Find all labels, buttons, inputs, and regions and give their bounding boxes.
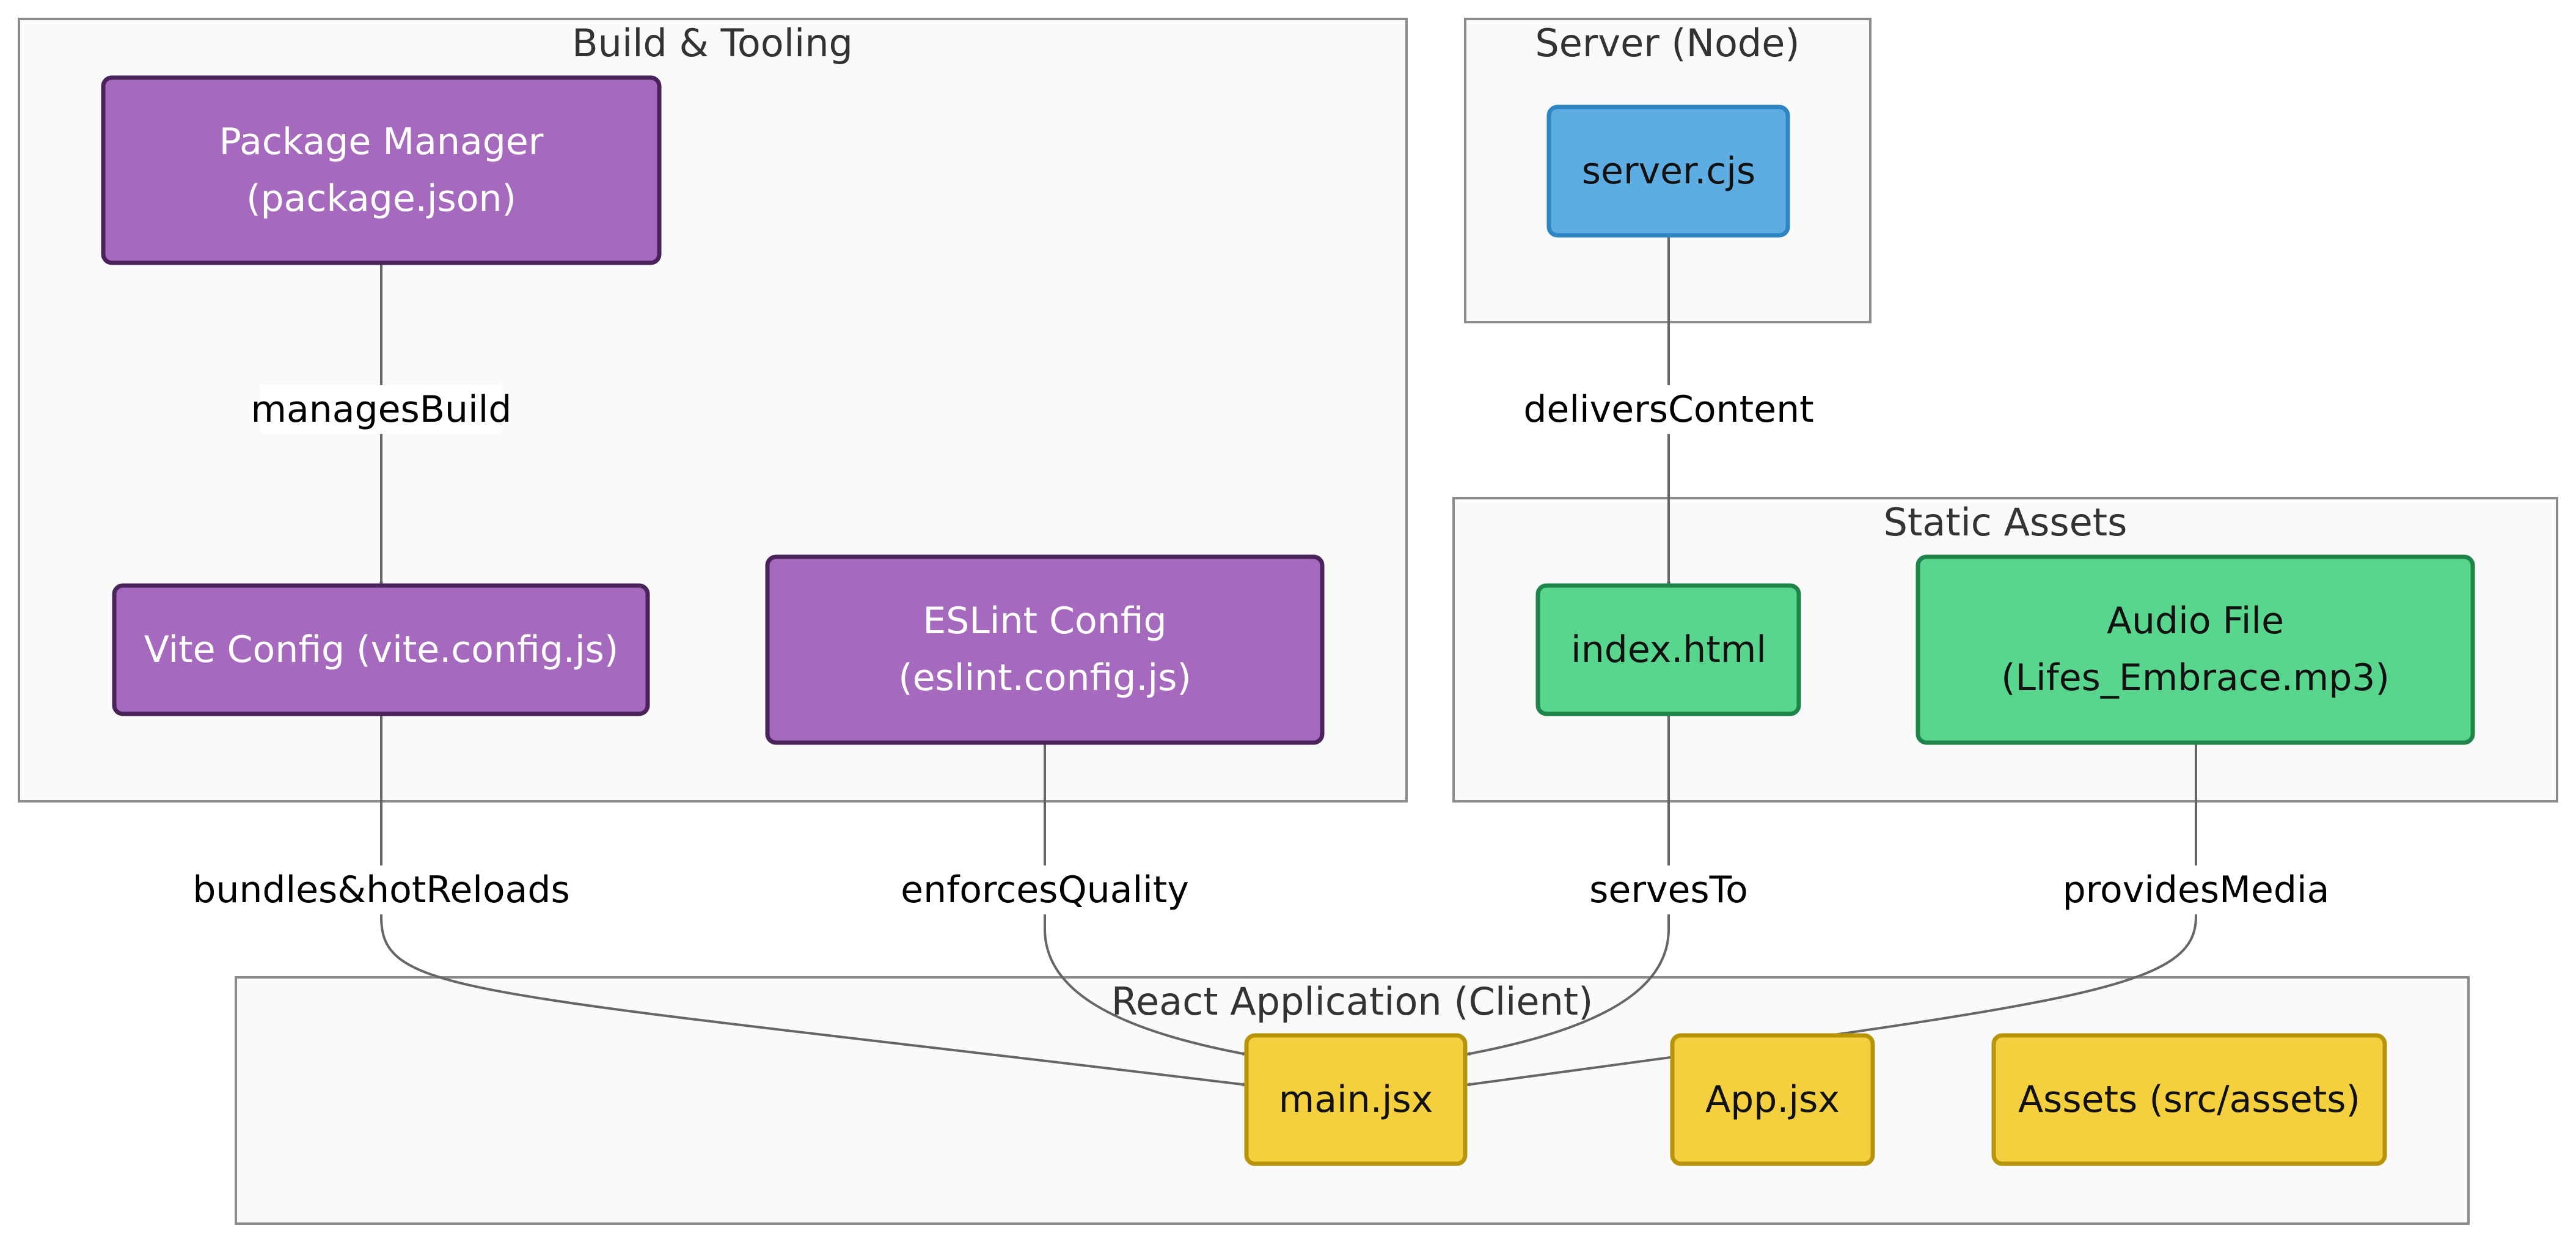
node-audio-file-line2: (Lifes_Embrace.mp3) <box>2001 656 2390 699</box>
node-assets[interactable]: Assets (src/assets) <box>1991 1033 2387 1166</box>
cluster-react-application-title: React Application (Client) <box>1111 979 1594 1024</box>
node-server-cjs[interactable]: server.cjs <box>1546 105 1790 238</box>
cluster-server-node-title: Server (Node) <box>1535 21 1799 65</box>
edge-label-enforces-quality: enforcesQuality <box>901 869 1189 911</box>
edge-label-bundles-hot-reloads: bundles&hotReloads <box>192 869 570 911</box>
edge-bundles-hot-reloads: bundles&hotReloads <box>192 714 1247 1087</box>
edge-label-manages-build: managesBuild <box>251 388 512 431</box>
node-eslint-config-line2: (eslint.config.js) <box>898 656 1191 699</box>
node-vite-config[interactable]: Vite Config (vite.config.js) <box>112 583 650 716</box>
node-main-jsx-label: main.jsx <box>1279 1078 1433 1121</box>
node-index-html-label: index.html <box>1571 628 1766 671</box>
edge-label-provides-media: providesMedia <box>2063 869 2330 911</box>
node-eslint-config[interactable]: ESLint Config (eslint.config.js) <box>765 554 1325 745</box>
edge-label-serves-to: servesTo <box>1589 869 1748 911</box>
node-assets-label: Assets (src/assets) <box>2018 1078 2360 1121</box>
node-package-manager-line1: Package Manager <box>219 120 544 163</box>
edge-manages-build: managesBuild <box>251 263 512 586</box>
node-app-jsx-label: App.jsx <box>1705 1078 1840 1121</box>
edge-provides-media: providesMedia <box>1466 743 2330 1087</box>
edge-label-delivers-content: deliversContent <box>1523 388 1813 431</box>
edge-enforces-quality: enforcesQuality <box>901 743 1247 1056</box>
node-vite-config-label: Vite Config (vite.config.js) <box>144 628 619 671</box>
node-eslint-config-line1: ESLint Config <box>923 600 1166 642</box>
edge-delivers-content: deliversContent <box>1523 235 1814 586</box>
node-audio-file-line1: Audio File <box>2107 600 2284 642</box>
cluster-static-assets-title: Static Assets <box>1884 500 2128 545</box>
node-app-jsx[interactable]: App.jsx <box>1670 1033 1875 1166</box>
edge-serves-to: servesTo <box>1466 714 1748 1056</box>
node-main-jsx[interactable]: main.jsx <box>1244 1033 1468 1166</box>
node-index-html[interactable]: index.html <box>1535 583 1801 716</box>
node-audio-file[interactable]: Audio File (Lifes_Embrace.mp3) <box>1916 554 2475 745</box>
node-server-cjs-label: server.cjs <box>1582 150 1755 193</box>
cluster-build-tooling-title: Build & Tooling <box>572 21 853 65</box>
node-package-manager[interactable]: Package Manager (package.json) <box>101 75 662 265</box>
node-package-manager-line2: (package.json) <box>246 177 516 220</box>
